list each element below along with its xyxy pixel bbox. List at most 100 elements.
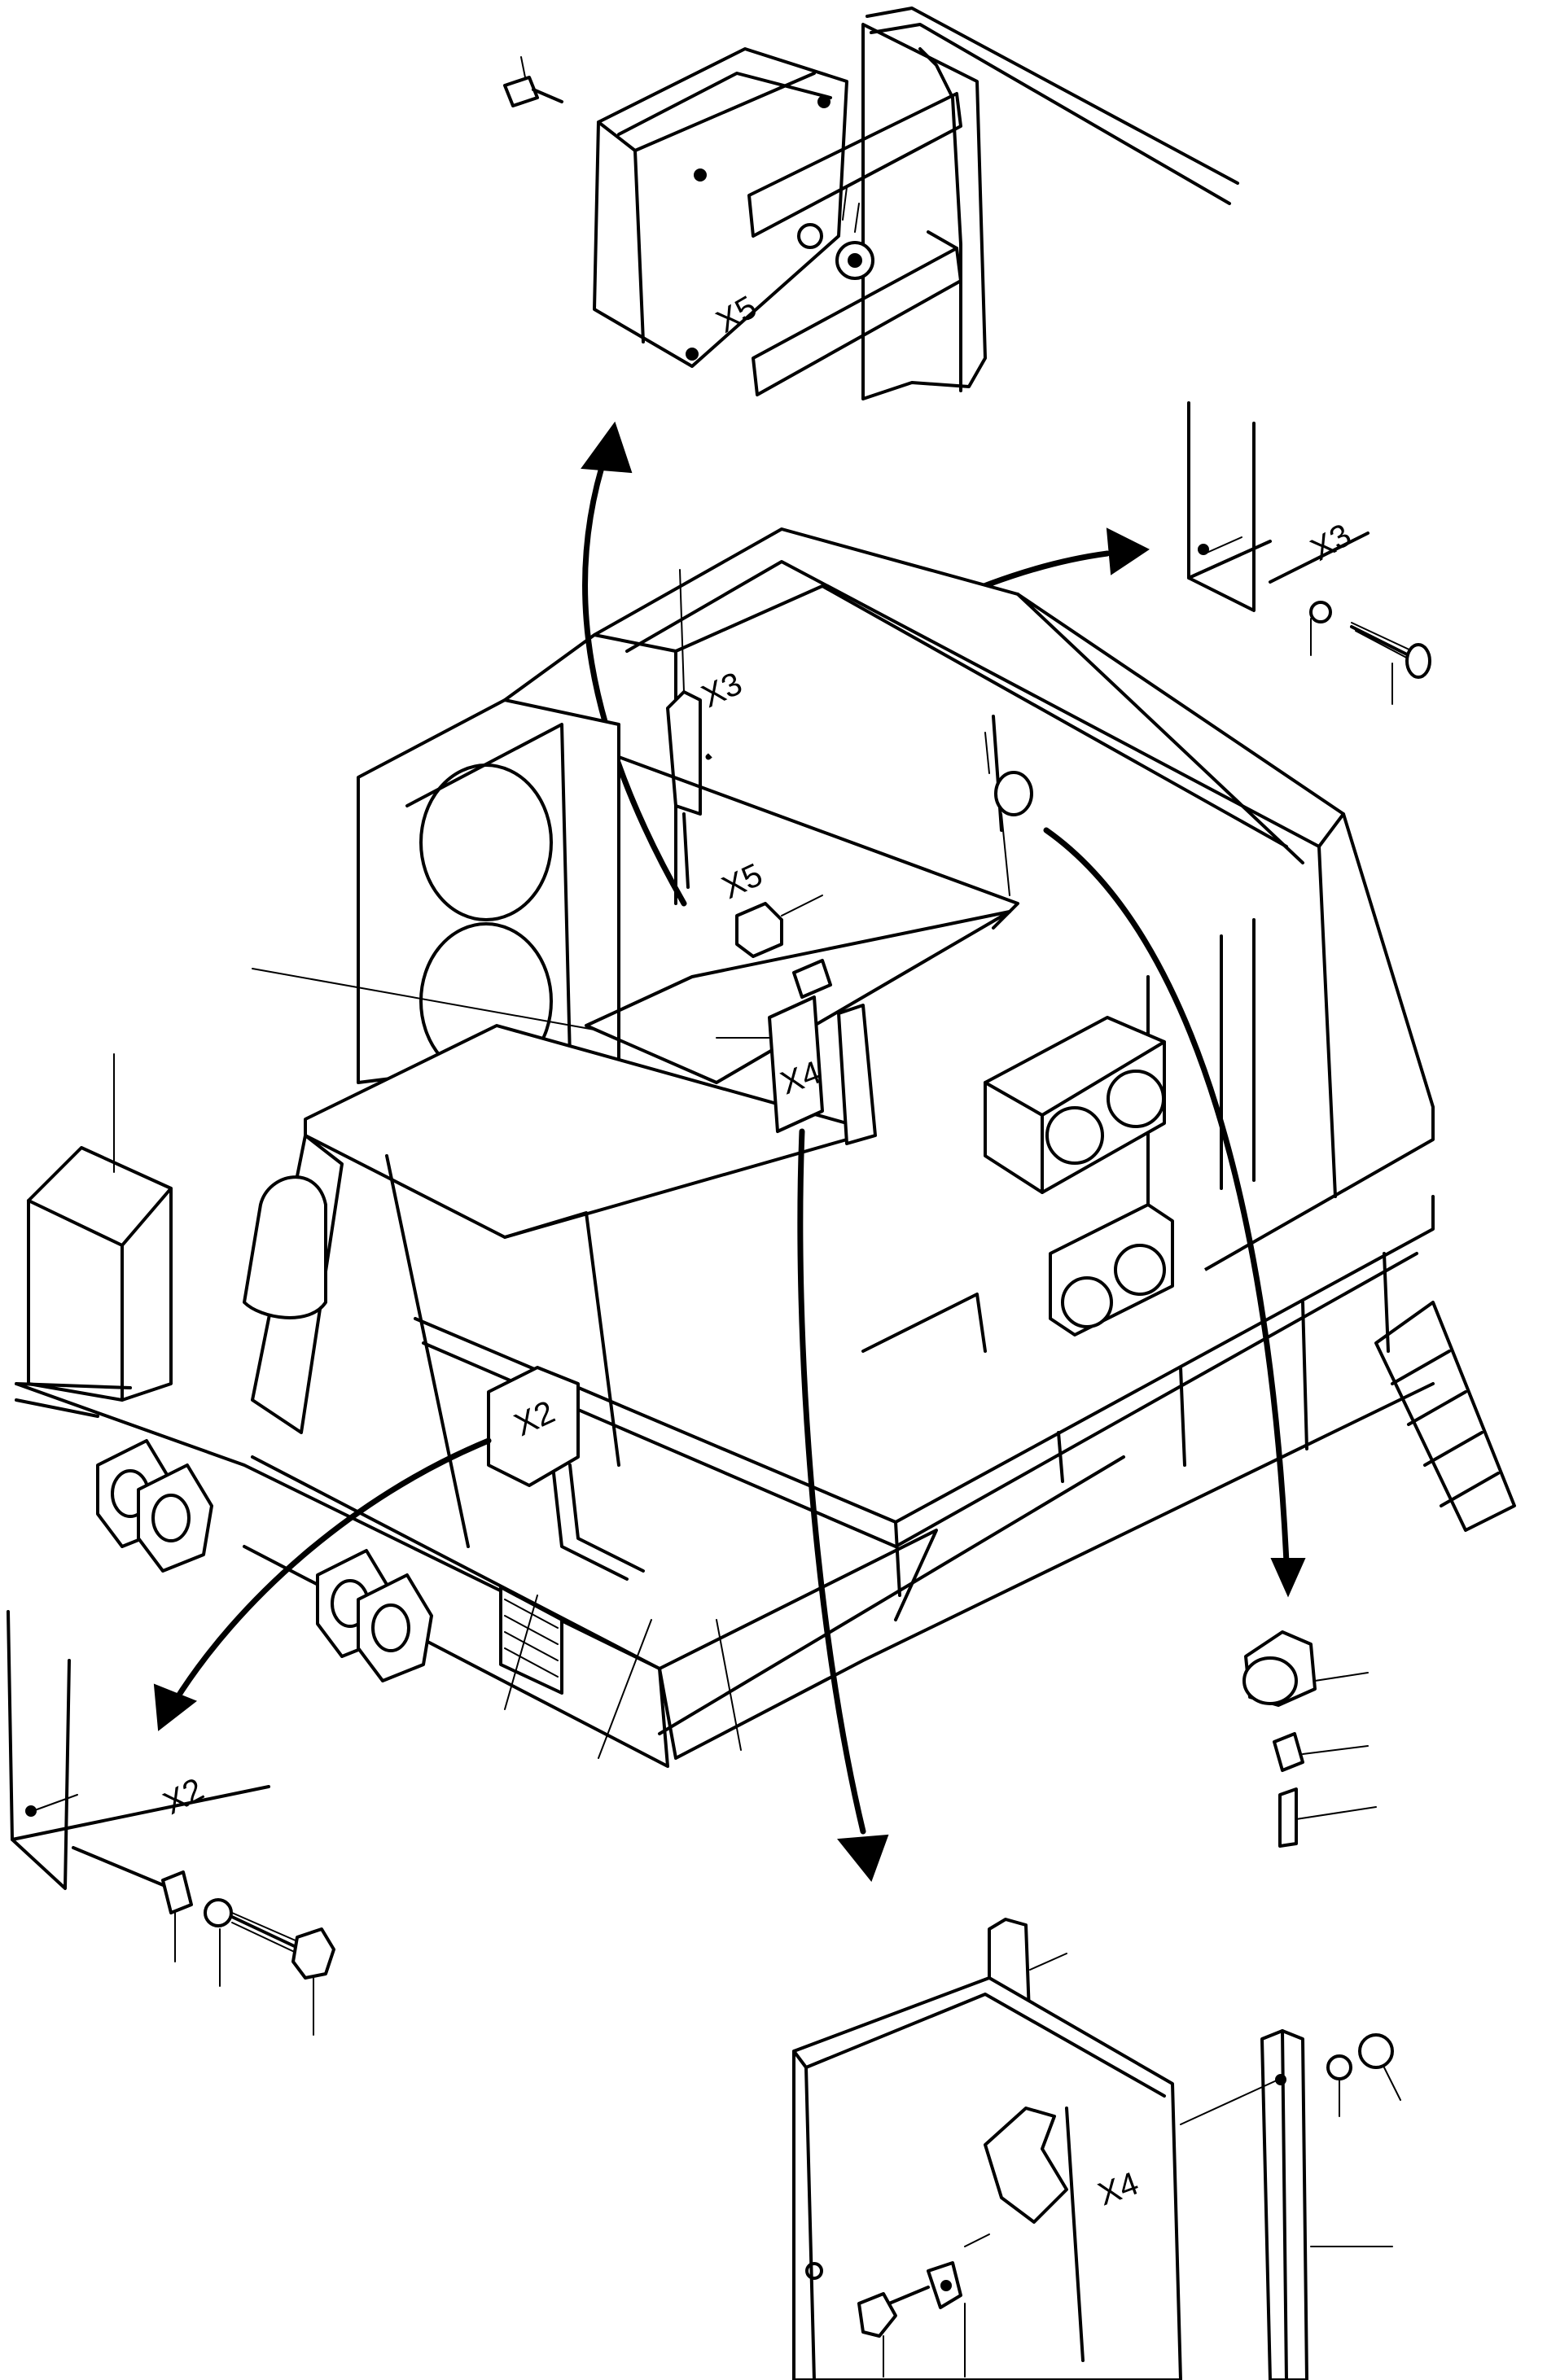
centerline (1180, 2079, 1279, 2125)
x4-box-side-rail (837, 1004, 877, 1145)
arrow-head-icon (153, 1683, 197, 1731)
bolt-head-icon (857, 2292, 897, 2338)
frame-bar (15, 1382, 132, 1418)
leader-line (883, 2303, 966, 2378)
chassis-frame-side (658, 1529, 938, 1670)
arrow-to-lamp-detail (1043, 827, 1306, 1598)
roof-cutout (585, 910, 1011, 1084)
cab-pillar (385, 1154, 470, 1548)
chassis-frame-front (243, 1455, 669, 1768)
lamp-stem (1278, 1787, 1298, 1848)
bolt-thread (231, 1912, 304, 1956)
wall-edge (870, 23, 1231, 205)
screw-hole (686, 348, 699, 361)
vent-slats (504, 1599, 559, 1678)
cabinet-edge (1065, 2107, 1085, 2362)
x5-box-edge (633, 149, 645, 343)
arrow-head-icon (1270, 1558, 1306, 1598)
arrow-head-icon (837, 1834, 889, 1883)
screw-thread (1351, 622, 1413, 662)
leader-line (842, 186, 848, 221)
round-cover-icon (1107, 1070, 1165, 1128)
battery-box-edges (27, 1187, 173, 1402)
centerline (1204, 536, 1242, 554)
nut-icon (1358, 2033, 1394, 2069)
exhaust-pipe (243, 1175, 327, 1319)
nut-hole (848, 253, 862, 268)
control-box-upper (984, 1016, 1166, 1194)
arrow-to-x5-detail (581, 421, 687, 907)
roof-edge (625, 560, 1345, 848)
screw-hole (1275, 2074, 1286, 2085)
arrow-to-x2-detail (153, 1437, 492, 1731)
leader-line (781, 895, 823, 917)
lamp-lens-icon (1242, 1656, 1298, 1705)
x2-panel (7, 1610, 71, 1890)
side-panel-edge (1317, 845, 1337, 1198)
callout-arrow-shaft (172, 1437, 492, 1704)
arrow-head-icon (1106, 527, 1150, 575)
access-ladder (1374, 1301, 1516, 1532)
leader-line (174, 1912, 314, 2036)
railing-top (414, 1195, 1435, 1524)
leader-line (854, 203, 860, 233)
ladder-rungs (1391, 1350, 1500, 1507)
callout-arrow-shaft (581, 448, 687, 907)
label-x5-machine: X5 (717, 857, 768, 907)
washer-icon (797, 223, 823, 249)
washer-hole (940, 2280, 952, 2291)
washer-icon (1309, 601, 1332, 623)
radiator-face (405, 723, 572, 1060)
screw-hole (694, 168, 707, 182)
mounting-plate (861, 23, 987, 400)
axis-line (72, 1846, 173, 1890)
x3-box-machine (666, 690, 702, 816)
mounting-plate-edge (918, 47, 962, 392)
radiator-fan-upper (419, 763, 553, 921)
leader-line (504, 1595, 742, 1759)
bolt-head-icon (291, 1927, 335, 1980)
leader-line (984, 732, 1010, 896)
chassis-frame-top (15, 1382, 1435, 1760)
cabinet-door-edge (792, 1993, 1166, 2380)
callout-arrow-shaft (1043, 827, 1290, 1566)
leader-line (1302, 1745, 1369, 1755)
chassis-edge (658, 1455, 1125, 1735)
x2-cable (552, 1463, 645, 1581)
screw-shank (532, 88, 563, 103)
radiator-housing (357, 698, 620, 1084)
upright-edge (1281, 2029, 1288, 2380)
leader-line (1029, 1953, 1067, 1971)
centerline (32, 1794, 78, 1812)
x5-box-lid-edge (617, 72, 832, 136)
screw-shank (1350, 625, 1410, 657)
machine-assembly: X3 X5 X4 (15, 527, 1516, 1768)
leader-line (520, 56, 526, 78)
x5-box-machine (735, 902, 783, 958)
screw-hole (817, 95, 830, 108)
tow-lug-hole (371, 1603, 410, 1652)
rail-edge (927, 230, 958, 250)
cable-run (617, 755, 1019, 930)
leader-line (679, 569, 685, 693)
arrow-to-x4-detail (797, 1128, 889, 1883)
control-box-edges (984, 1040, 1166, 1194)
panel-bottom (11, 1785, 270, 1841)
leader-line (1295, 1806, 1377, 1820)
label-x2-detail: X2 (158, 1771, 210, 1822)
leader-line (1314, 1672, 1369, 1682)
x3-panel (1187, 401, 1256, 612)
x2-box-machine (487, 1366, 580, 1487)
x4-cabinet-body (792, 1976, 1182, 2380)
keyhole-icon (805, 2262, 823, 2280)
railing-posts (894, 1252, 1390, 1597)
block-edge (992, 715, 1003, 832)
x4-box-top (792, 959, 832, 999)
leader-line (252, 968, 595, 1030)
square-washer-icon (161, 1870, 193, 1914)
cab-pillar (503, 1211, 620, 1467)
x4-cabinet-detail: X4 (792, 1918, 1401, 2380)
x2-mounting-detail: X2 (7, 1610, 335, 2036)
vent-grille (499, 1586, 563, 1695)
